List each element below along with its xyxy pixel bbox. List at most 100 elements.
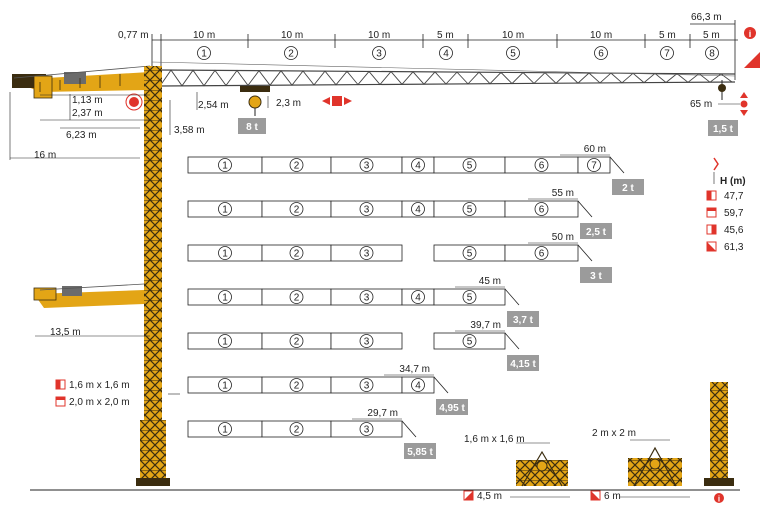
height-legend-1: 47,7 [724, 191, 744, 202]
config-segment-num: 3 [364, 293, 370, 304]
config-segment-num: 2 [294, 249, 300, 260]
config-tip-line [504, 288, 520, 306]
config-segment-circle [359, 158, 374, 172]
config-reach: 50 m [552, 232, 574, 243]
config-segment-num: 4 [415, 293, 421, 304]
config-segment-circle [462, 202, 477, 216]
config-segment-num: 4 [415, 205, 421, 216]
seg-len-2: 10 m [281, 30, 303, 41]
config-segment-num: 2 [294, 425, 300, 436]
config-reach: 34,7 m [399, 364, 430, 375]
config-cap-box [580, 267, 612, 283]
svg-text:2: 2 [288, 49, 294, 60]
config-segment-num: 6 [539, 161, 545, 172]
config-tip-line [433, 376, 449, 394]
hoist-icon [740, 92, 748, 116]
config-segment-num: 1 [222, 381, 228, 392]
config-tip-line [577, 200, 593, 218]
config-segment-circle [587, 158, 601, 172]
seg-num-3: 3 [372, 46, 386, 60]
config-segment-num: 4 [415, 161, 421, 172]
base-1: 1,6 m x 1,6 m 4,5 m [463, 434, 570, 502]
seg-len-4: 5 m [437, 30, 454, 41]
seg-len-5: 10 m [502, 30, 524, 41]
config-cap-box [404, 443, 436, 459]
trolley-near [240, 86, 270, 116]
config-segment-circle [359, 422, 374, 436]
seg-num-1: 1 [197, 46, 211, 60]
config-segment-circle [462, 290, 477, 304]
hook-tip [718, 80, 726, 100]
svg-text:8 t: 8 t [246, 122, 258, 133]
seg-len-6: 10 m [590, 30, 612, 41]
config-segment-num: 5 [467, 161, 473, 172]
config-cap-box [507, 311, 539, 327]
config-segment-circle [359, 246, 374, 260]
config-segment-circle [411, 202, 425, 216]
config-segment-circle [289, 422, 304, 436]
dim-16: 16 m [34, 150, 56, 161]
seg-num-2: 2 [284, 46, 298, 60]
config-segment-circle [289, 290, 304, 304]
config-segment-num: 6 [539, 249, 545, 260]
svg-text:5: 5 [510, 49, 516, 60]
config-reach: 45 m [479, 276, 501, 287]
config-segment-num: 3 [364, 205, 370, 216]
dim-1-13: 1,13 m [72, 95, 103, 106]
seg-num-5: 5 [506, 46, 520, 60]
config-segment-circle [289, 158, 304, 172]
seg-len-1: 10 m [193, 30, 215, 41]
config-segment-num: 1 [222, 249, 228, 260]
main-jib [151, 61, 736, 87]
config-reach: 55 m [552, 188, 574, 199]
config-cap: 4,95 t [439, 403, 465, 414]
trolley-travel-icon [322, 96, 352, 106]
config-reach: 60 m [584, 144, 606, 155]
svg-text:6: 6 [598, 49, 604, 60]
config-segment-circle [218, 202, 232, 216]
config-cap-box [612, 179, 644, 195]
config-segment-num: 5 [467, 337, 473, 348]
mast-legend-2: 2,0 m x 2,0 m [69, 397, 130, 408]
height-legend-4: 61,3 [724, 242, 744, 253]
alt-counter-jib [33, 283, 145, 308]
config-cap: 2 t [622, 183, 634, 194]
cap-box-tip: 1,5 t [708, 120, 738, 136]
config-cap: 3 t [590, 271, 602, 282]
config-segment-num: 5 [467, 205, 473, 216]
config-segment-num: 5 [467, 293, 473, 304]
config-segment-circle [218, 158, 232, 172]
config-segment-circle [289, 378, 304, 392]
dim-2-37: 2,37 m [72, 108, 103, 119]
config-segment-num: 6 [539, 205, 545, 216]
slewing-icon [125, 93, 143, 111]
dim-13-5: 13,5 m [50, 327, 81, 338]
config-segment-num: 2 [294, 337, 300, 348]
seg-num-8: 8 [705, 46, 719, 60]
cap-box-near: 8 t [238, 118, 266, 134]
base1-dim: 4,5 m [477, 491, 502, 502]
config-segment-circle [411, 290, 425, 304]
config-cap: 2,5 t [586, 227, 607, 238]
config-reach: 39,7 m [470, 320, 501, 331]
config-segment-num: 7 [591, 161, 597, 172]
mast-legend: 1,6 m x 1,6 m 2,0 m x 2,0 m [55, 379, 180, 408]
config-segment-circle [534, 202, 549, 216]
config-cap-box [507, 355, 539, 371]
height-wedge-icon [744, 52, 760, 68]
config-segment-circle [462, 158, 477, 172]
config-segment-circle [218, 422, 232, 436]
seg-num-4: 4 [439, 46, 453, 60]
config-segment-num: 3 [364, 425, 370, 436]
dim-6-23: 6,23 m [66, 130, 97, 141]
mast-detail: i [704, 382, 734, 504]
info-icon: i [744, 27, 756, 39]
svg-text:4: 4 [443, 49, 449, 60]
dim-2-54: 2,54 m [198, 100, 229, 111]
config-segment-num: 1 [222, 425, 228, 436]
config-segment-circle [359, 290, 374, 304]
